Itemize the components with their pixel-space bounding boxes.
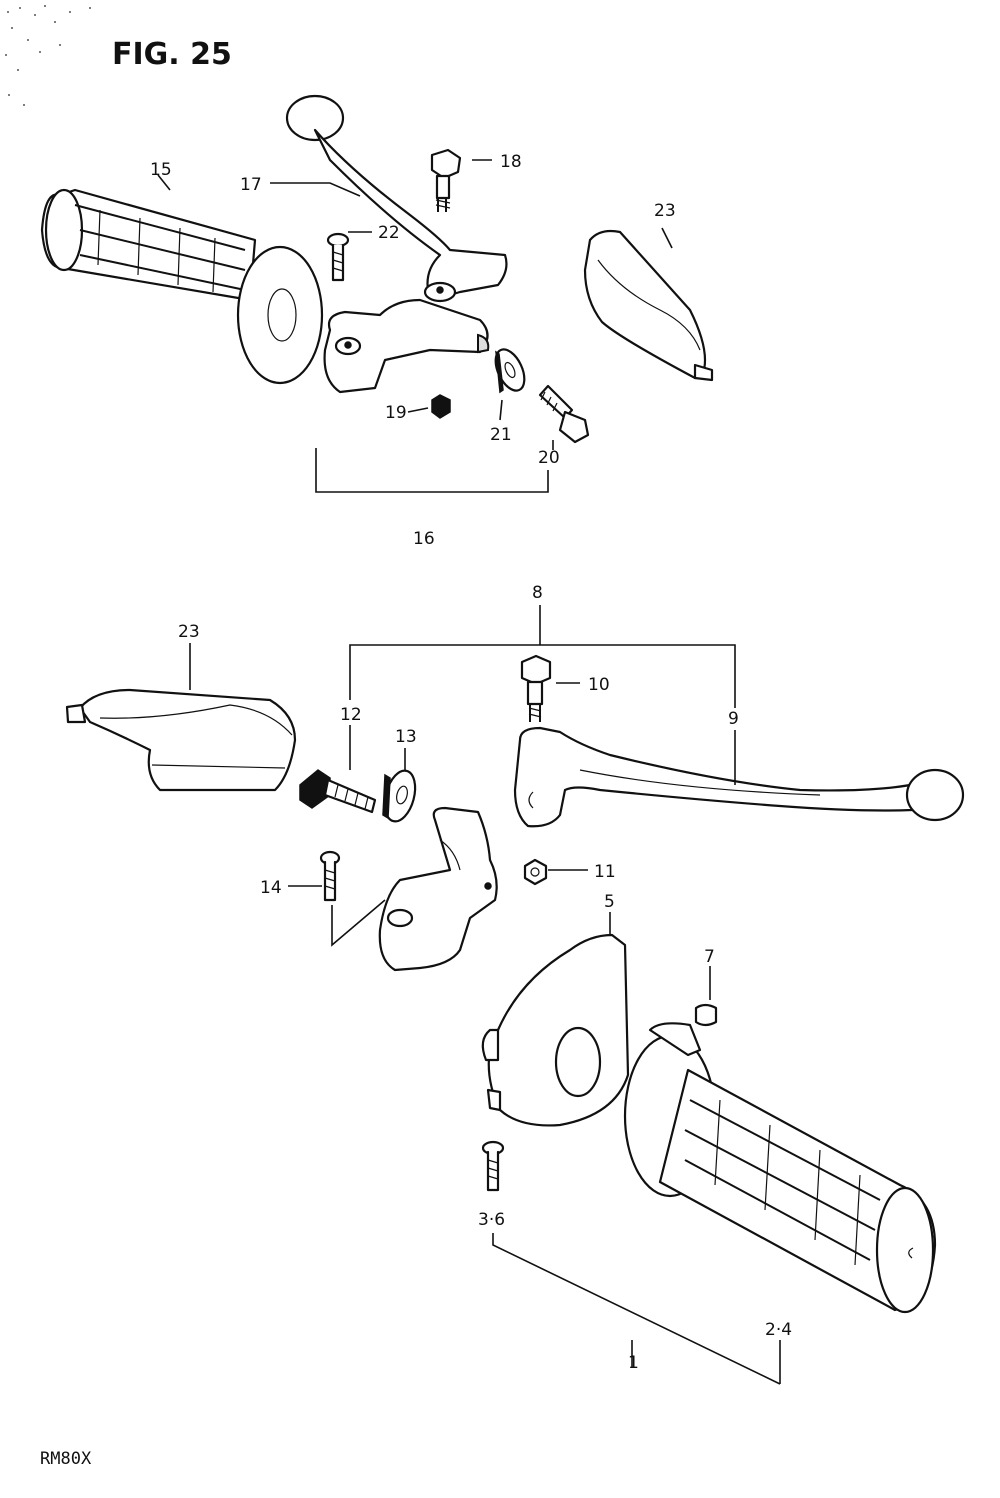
screw-part-3-6 — [481, 1140, 505, 1192]
figure-title: FIG. 25 — [112, 37, 232, 72]
label-16: 16 — [413, 529, 435, 549]
throttle-housing-part-5 — [481, 933, 630, 1127]
label-10: 10 — [588, 675, 610, 695]
pivot-bolt-part-18 — [430, 148, 462, 212]
brake-lever-part-9 — [513, 726, 965, 828]
scan-noise — [5, 5, 91, 106]
label-2-4: 2·4 — [765, 1320, 792, 1340]
adjuster-bolt-part-12 — [299, 769, 377, 814]
label-7: 7 — [704, 947, 715, 967]
label-21: 21 — [490, 425, 512, 445]
model-code: RM80X — [40, 1449, 92, 1469]
lever-holder-part-16 — [323, 298, 490, 394]
label-14: 14 — [260, 878, 282, 898]
collar-part-7 — [694, 1003, 718, 1027]
clutch-lever-part-17 — [285, 94, 508, 303]
pivot-bolt-part-10 — [520, 654, 552, 722]
label-19: 19 — [385, 403, 407, 423]
label-17: 17 — [240, 175, 262, 195]
washer-part-13 — [382, 769, 417, 823]
lever-cover-top-part-23 — [583, 229, 714, 382]
upper-leader-lines — [157, 159, 673, 493]
label-12: 12 — [340, 705, 362, 725]
lower-leader-lines — [189, 605, 781, 1385]
left-grip-part-15 — [40, 188, 324, 385]
right-grip-part-2-4 — [623, 1022, 937, 1314]
label-23-top: 23 — [654, 201, 676, 221]
label-23-bottom: 23 — [178, 622, 200, 642]
label-5: 5 — [604, 892, 615, 912]
nut-part-11 — [523, 858, 548, 886]
label-13: 13 — [395, 727, 417, 747]
lever-cover-bottom-part-23 — [65, 688, 297, 792]
nut-part-19 — [431, 394, 451, 419]
label-20: 20 — [538, 448, 560, 468]
label-1: 1 — [628, 1353, 639, 1373]
label-9: 9 — [728, 709, 739, 729]
screw-part-22 — [326, 232, 350, 282]
label-11: 11 — [594, 862, 616, 882]
label-22: 22 — [378, 223, 400, 243]
screw-part-14 — [319, 850, 341, 902]
washer-part-21 — [494, 348, 526, 394]
label-8: 8 — [532, 583, 543, 603]
label-15: 15 — [150, 160, 172, 180]
label-3-6: 3·6 — [478, 1210, 505, 1230]
adjuster-bolt-part-20 — [538, 384, 590, 444]
label-18: 18 — [500, 152, 522, 172]
lever-holder-lower — [378, 806, 498, 972]
